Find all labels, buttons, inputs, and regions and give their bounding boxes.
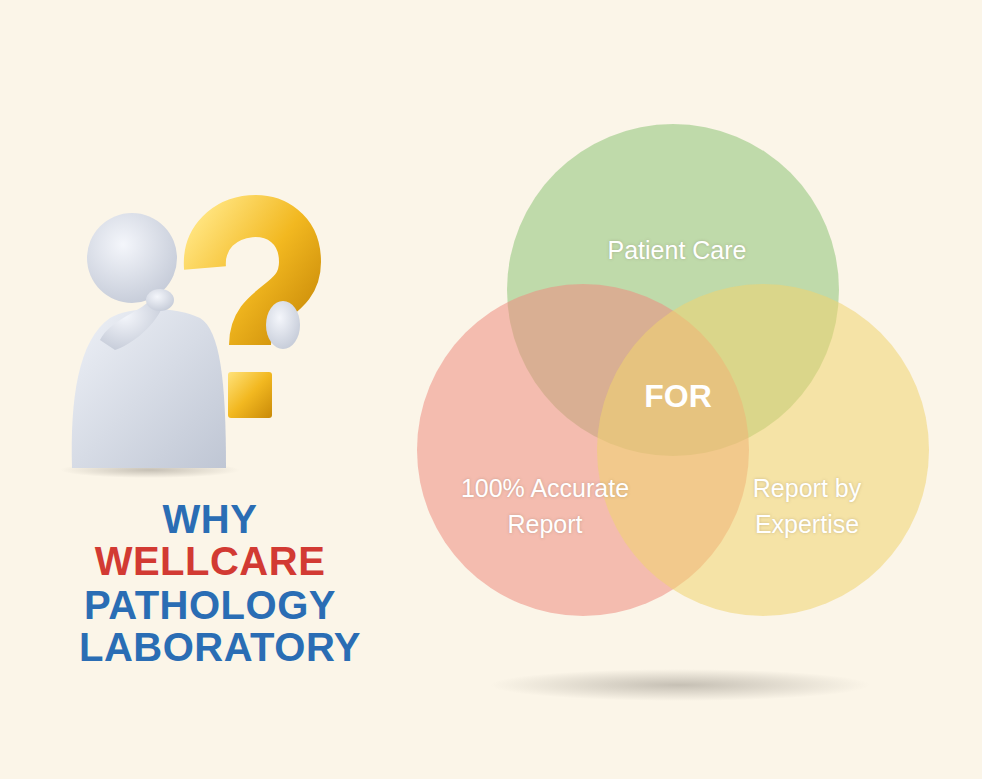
circle-shape [597, 284, 929, 616]
heading-word: WELLCARE [60, 539, 360, 583]
venn-circle: Report by Expertise [597, 284, 929, 616]
floor-shadow [490, 669, 870, 701]
circle-label: Patient Care [567, 232, 787, 268]
circle-label: Report by Expertise [722, 470, 892, 542]
heading-word: WHY [60, 497, 360, 541]
question-mark [205, 216, 300, 418]
heading-word: PATHOLOGY [60, 583, 360, 627]
heading-word: LABORATORY [60, 625, 380, 669]
center-label: FOR [598, 378, 758, 415]
circle-label: 100% Accurate Report [447, 470, 643, 542]
